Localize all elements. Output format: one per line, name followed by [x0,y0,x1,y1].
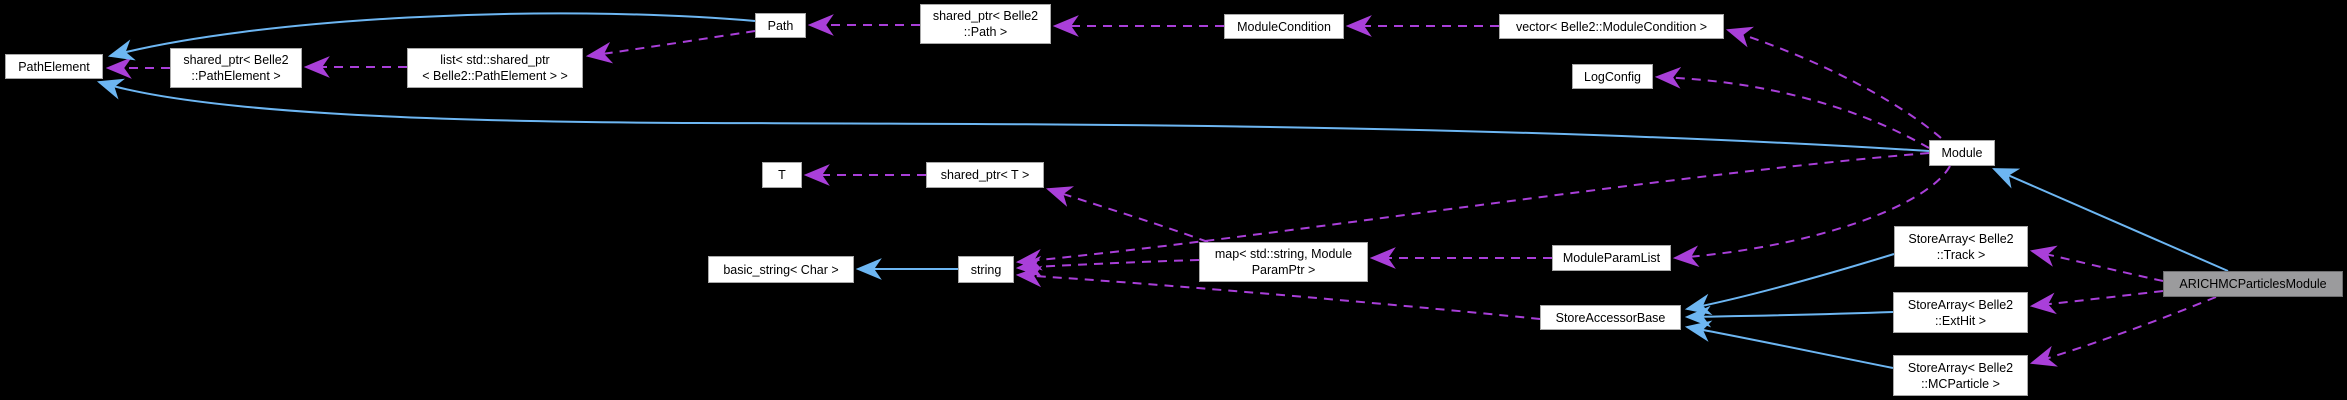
edge-storeaccessorbase-to-string [1015,265,1541,320]
node-storeaccessorbase[interactable]: StoreAccessorBase [1540,305,1681,330]
node-storearray-exthit[interactable]: StoreArray< Belle2 ::ExtHit > [1893,292,2028,333]
node-arichmcparticlesmodule[interactable]: ARICHMCParticlesModule [2163,271,2343,297]
node-vector-modulecondition[interactable]: vector< Belle2::ModuleCondition > [1499,14,1724,39]
edge-map-to-string [1015,255,1200,278]
edge-arichmcparticlesmodule-to-module [1992,168,2229,272]
node-path[interactable]: Path [755,13,806,38]
edge-storearray-mcparticle-to-storeaccessorbase [1684,320,1894,369]
node-moduleparamlist[interactable]: ModuleParamList [1552,245,1671,271]
node-map-string-moduleparamptr[interactable]: map< std::string, Module ParamPtr > [1199,242,1368,282]
edge-module-to-logconfig [1654,66,1930,149]
edge-module-to-pathelement [96,78,1930,152]
node-pathelement[interactable]: PathElement [5,54,103,79]
node-modulecondition[interactable]: ModuleCondition [1224,14,1344,39]
edge-arichmcparticlesmodule-to-storearray-exthit [2029,290,2164,315]
edge-storearray-exthit-to-storeaccessorbase [1684,305,1894,328]
node-list-shared-ptr-pathelement[interactable]: list< std::shared_ptr < Belle2::PathElem… [407,48,583,88]
edge-module-to-string [1015,152,1930,271]
node-shared-ptr-t[interactable]: shared_ptr< T > [926,162,1044,188]
edge-arichmcparticlesmodule-to-storearray-mcparticle [2029,296,2217,367]
edge-module-to-vector [1725,26,1942,139]
node-shared-ptr-pathelement[interactable]: shared_ptr< Belle2 ::PathElement > [170,48,302,88]
node-string[interactable]: string [958,256,1014,283]
node-basic-string-char[interactable]: basic_string< Char > [708,256,854,283]
node-shared-ptr-path[interactable]: shared_ptr< Belle2 ::Path > [920,4,1051,44]
edge-path-to-pathelement [107,12,756,61]
edge-path-to-list [585,30,756,64]
node-storearray-mcparticle[interactable]: StoreArray< Belle2 ::MCParticle > [1893,355,2028,396]
node-storearray-track[interactable]: StoreArray< Belle2 ::Track > [1894,226,2028,267]
edge-storearray-track-to-storeaccessorbase [1684,253,1895,316]
node-module[interactable]: Module [1929,140,1995,166]
node-logconfig[interactable]: LogConfig [1572,64,1653,89]
node-t[interactable]: T [762,162,802,188]
edge-arichmcparticlesmodule-to-storearray-track [2029,245,2164,282]
edge-module-to-moduleparamlist [1672,165,1951,268]
edge-map-to-shared_ptr_t [1045,186,1209,243]
